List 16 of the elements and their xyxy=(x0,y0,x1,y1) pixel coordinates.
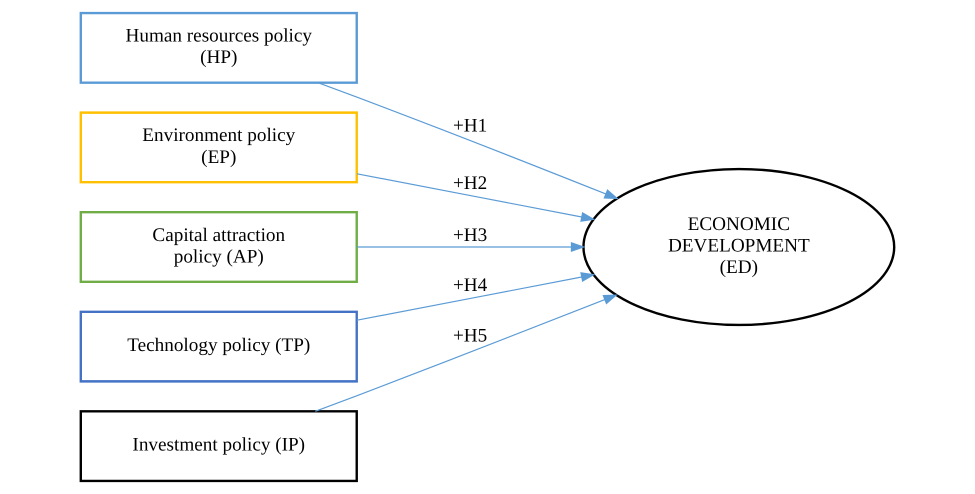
node-box: Technology policy (TP) xyxy=(80,310,358,383)
arrow xyxy=(356,173,596,222)
edge-label: +H1 xyxy=(452,116,488,137)
edge-label: +H2 xyxy=(452,173,488,194)
edge-label: +H5 xyxy=(452,326,488,347)
node-box: Capital attraction policy (AP) xyxy=(80,211,358,283)
node-box: Human resources policy (HP) xyxy=(80,12,358,84)
arrow xyxy=(315,294,618,412)
node-box: Environment policy (EP) xyxy=(80,111,358,184)
arrow xyxy=(356,272,596,321)
node-ellipse: ECONOMIC DEVELOPMENT (ED) xyxy=(582,168,896,326)
edge-label: +H3 xyxy=(452,224,488,246)
arrow xyxy=(318,82,619,200)
node-box: Investment policy (IP) xyxy=(80,410,358,482)
arrow xyxy=(357,242,586,252)
edge-label: +H4 xyxy=(452,275,488,296)
